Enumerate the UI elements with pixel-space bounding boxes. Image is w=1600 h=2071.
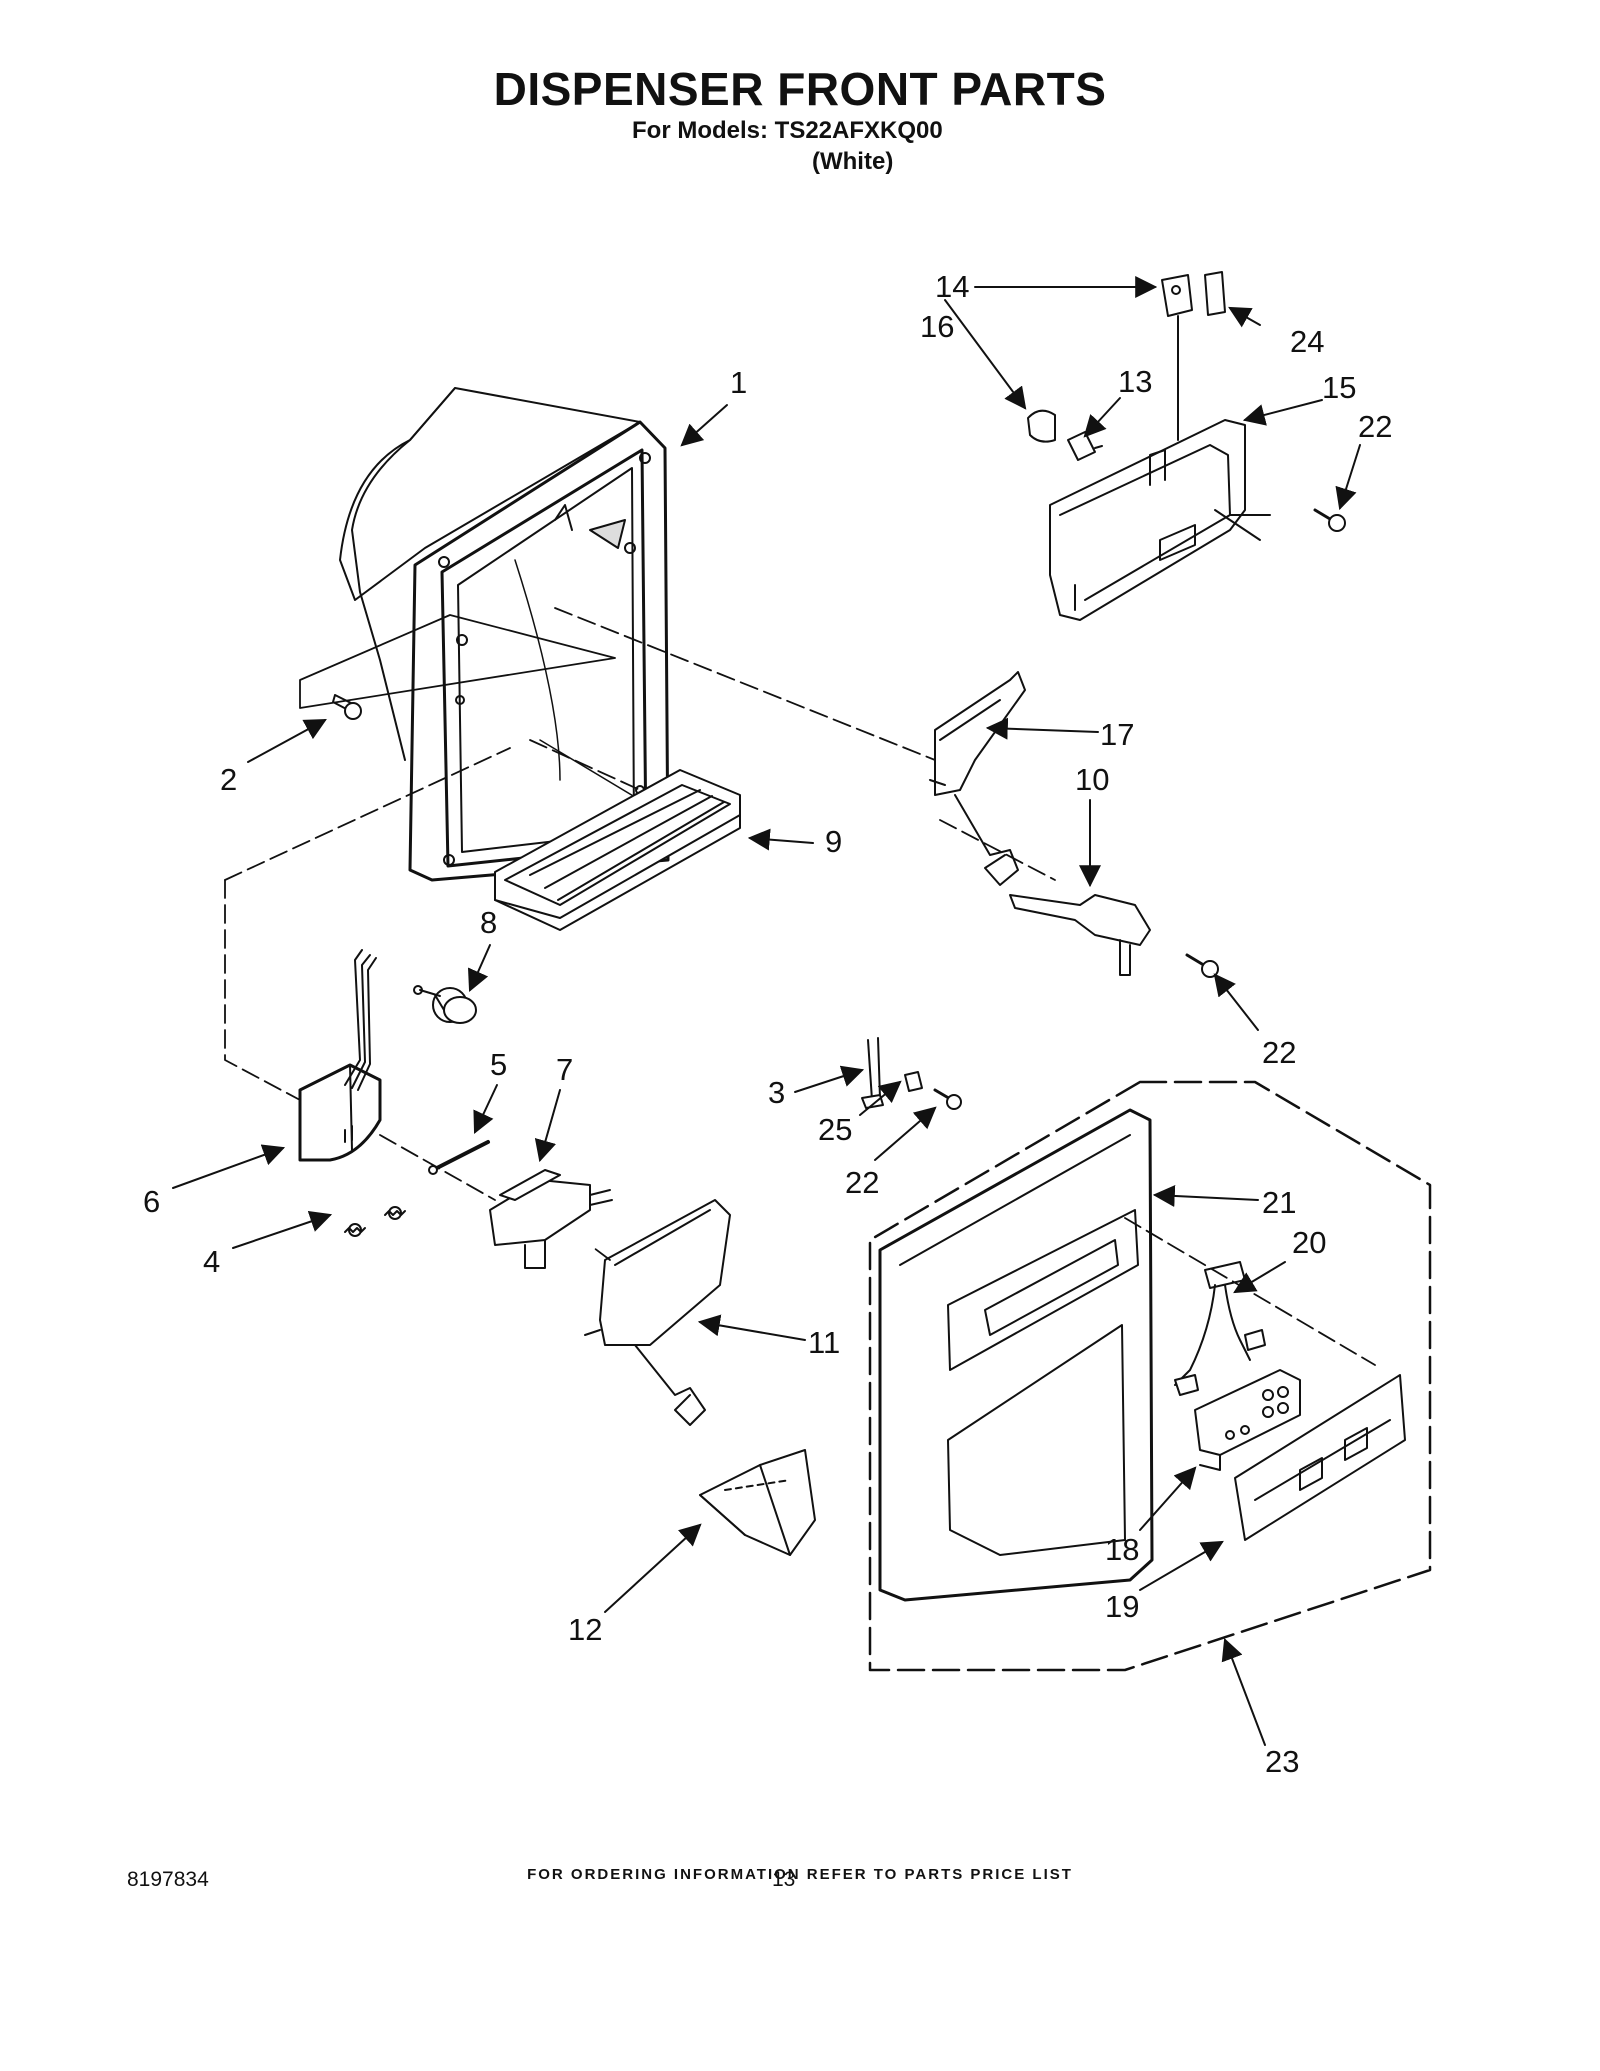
part-21-front-cover [878, 1108, 1154, 1602]
callout-17: 17 [1100, 717, 1134, 752]
part-22-screw-c [1313, 508, 1346, 532]
part-2-screw [332, 694, 362, 720]
callout-23: 23 [1265, 1744, 1299, 1779]
callout-19: 19 [1105, 1589, 1139, 1624]
part-6-switch-box [298, 949, 382, 1162]
page-number: 13 [772, 1868, 796, 1891]
callout-3: 3 [768, 1075, 785, 1110]
callout-1: 1 [730, 365, 747, 400]
part-17-lever [929, 671, 1026, 886]
part-25-plate [904, 1071, 923, 1092]
part-11-paddle [584, 1199, 731, 1426]
callout-24: 24 [1290, 324, 1324, 359]
part-24-gasket [1204, 271, 1226, 316]
callout-2: 2 [220, 762, 237, 797]
part-10-arm [1009, 894, 1151, 976]
document-number: 8197834 [127, 1868, 209, 1891]
models-line: For Models: TS22AFXKQ00 [632, 117, 943, 144]
part-8-solenoid [413, 985, 477, 1024]
assembly-lines [224, 607, 1376, 1366]
ordering-note: FOR ORDERING INFORMATION REFER TO PARTS … [527, 1866, 1073, 1883]
part-22-screw-a [933, 1088, 962, 1110]
part-19-label [1234, 1374, 1406, 1541]
part-9-drip-tray [494, 769, 741, 931]
part-13-socket [1067, 431, 1103, 461]
part-7-actuator [489, 1169, 613, 1269]
page-title: DISPENSER FRONT PARTS [493, 63, 1107, 115]
callout-9: 9 [825, 824, 842, 859]
callout-12: 12 [568, 1612, 602, 1647]
part-18-switch-board [1194, 1369, 1301, 1471]
callout-22-mid: 22 [845, 1165, 879, 1200]
callout-13: 13 [1118, 364, 1152, 399]
leader-arrows [172, 276, 1361, 1746]
part-14-lamp-socket [1161, 274, 1193, 441]
part-16-bulb [1027, 409, 1056, 443]
callout-14: 14 [935, 269, 969, 304]
callout-18: 18 [1105, 1532, 1139, 1567]
part-23-assembly-outline [868, 1080, 1432, 1672]
color-line: (White) [812, 148, 894, 175]
callout-4: 4 [203, 1244, 220, 1279]
callout-7: 7 [556, 1052, 573, 1087]
callout-22-right: 22 [1262, 1035, 1296, 1070]
part-4-springs [344, 1206, 406, 1237]
callout-20: 20 [1292, 1225, 1326, 1260]
callout-21: 21 [1262, 1185, 1296, 1220]
callout-22-top: 22 [1358, 409, 1392, 444]
part-12-chute [699, 1449, 816, 1556]
callout-labels: 1 2 3 4 5 6 7 8 9 10 11 12 13 14 15 16 1… [143, 269, 1392, 1779]
callout-15: 15 [1322, 370, 1356, 405]
part-1-housing [339, 387, 670, 882]
callout-11: 11 [808, 1325, 840, 1360]
callout-5: 5 [490, 1047, 507, 1082]
part-5-pin [428, 1140, 490, 1175]
callout-16: 16 [920, 309, 954, 344]
callout-8: 8 [480, 905, 497, 940]
callout-6: 6 [143, 1184, 160, 1219]
part-22-screw-b [1185, 953, 1219, 978]
callout-25: 25 [818, 1112, 852, 1147]
part-15-lamp-bracket [1049, 419, 1271, 621]
callout-10: 10 [1075, 762, 1109, 797]
